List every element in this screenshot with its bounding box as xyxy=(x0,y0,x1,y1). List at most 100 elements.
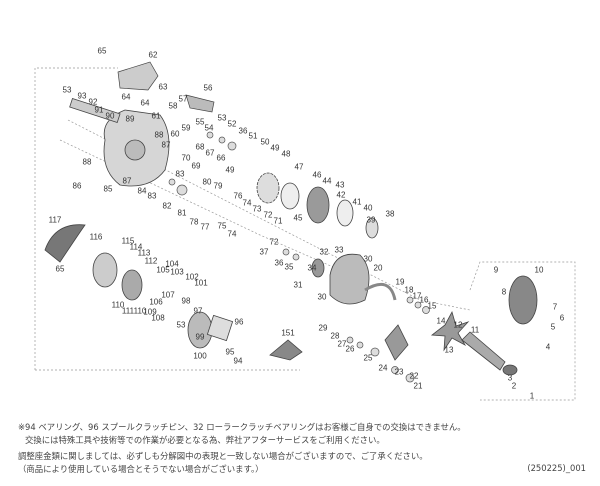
part-label-70: 70 xyxy=(181,153,191,163)
part-label-84: 84 xyxy=(137,186,147,196)
part-label-83: 83 xyxy=(175,169,185,179)
part-label-151: 151 xyxy=(281,328,295,338)
part-label-50: 50 xyxy=(260,137,270,147)
part-label-2: 2 xyxy=(511,381,517,391)
part-label-49: 49 xyxy=(270,143,280,153)
part-label-112: 112 xyxy=(144,256,158,266)
part-label-59: 59 xyxy=(181,123,191,133)
part-label-87: 87 xyxy=(161,140,171,150)
part-label-88: 88 xyxy=(154,130,164,140)
note-non-replaceable-parts: ※94 ベアリング、96 スプールクラッチピン、32 ローラークラッチベアリング… xyxy=(18,422,466,432)
part-label-80: 80 xyxy=(202,177,212,187)
part-label-61: 61 xyxy=(151,111,161,121)
part-label-16: 16 xyxy=(419,295,429,305)
part-label-38: 38 xyxy=(385,209,395,219)
part-label-62: 62 xyxy=(148,50,158,60)
drag-star xyxy=(430,310,470,352)
part-label-101: 101 xyxy=(194,278,208,288)
part-label-104: 104 xyxy=(165,259,179,269)
part-label-10: 10 xyxy=(534,265,544,275)
part-label-79: 79 xyxy=(213,181,223,191)
part-label-14: 14 xyxy=(436,316,446,326)
part-label-49: 49 xyxy=(225,165,235,175)
part-label-67: 67 xyxy=(205,148,215,158)
part-label-23: 23 xyxy=(394,367,404,377)
part-label-108: 108 xyxy=(151,313,165,323)
part-label-72: 72 xyxy=(263,210,273,220)
part-label-58: 58 xyxy=(168,101,178,111)
part-label-107: 107 xyxy=(161,290,175,300)
part-label-63: 63 xyxy=(158,82,168,92)
part-label-73: 73 xyxy=(252,204,262,214)
part-label-99: 99 xyxy=(195,332,205,342)
part-label-86: 86 xyxy=(72,181,82,191)
part-label-74: 74 xyxy=(227,229,237,239)
part-label-55: 55 xyxy=(195,117,205,127)
part-label-40: 40 xyxy=(363,203,373,213)
part-label-87: 87 xyxy=(122,176,132,186)
part-label-109: 109 xyxy=(143,307,157,317)
part-label-116: 116 xyxy=(89,232,103,242)
note-shim-disclaimer: 調整座金類に関しましては、必ずしも分解図中の表現と一致しない場合がございますので… xyxy=(18,451,428,461)
part-label-15: 15 xyxy=(427,301,437,311)
part-label-45: 45 xyxy=(293,213,303,223)
part-label-33: 33 xyxy=(334,245,344,255)
part-label-31: 31 xyxy=(293,280,303,290)
part-label-44: 44 xyxy=(322,176,332,186)
part-label-92: 92 xyxy=(88,97,98,107)
part-label-57: 57 xyxy=(178,94,188,104)
part-label-96: 96 xyxy=(234,317,244,327)
part-label-12: 12 xyxy=(453,320,463,330)
part-label-85: 85 xyxy=(103,184,113,194)
part-label-4: 4 xyxy=(545,342,551,352)
part-label-102: 102 xyxy=(185,272,199,282)
part-label-74: 74 xyxy=(242,198,252,208)
part-label-34: 34 xyxy=(307,263,317,273)
part-label-47: 47 xyxy=(294,162,304,172)
part-label-3: 3 xyxy=(507,373,513,383)
part-label-100: 100 xyxy=(193,351,207,361)
part-label-103: 103 xyxy=(170,267,184,277)
part-label-17: 17 xyxy=(412,291,422,301)
part-label-69: 69 xyxy=(191,161,201,171)
part-label-54: 54 xyxy=(204,123,214,133)
part-label-20: 20 xyxy=(373,263,383,273)
part-label-65: 65 xyxy=(55,264,65,274)
part-label-13: 13 xyxy=(444,345,454,355)
part-label-110: 110 xyxy=(111,300,125,310)
part-label-95: 95 xyxy=(225,347,235,357)
handle-assembly xyxy=(461,275,538,376)
part-label-18: 18 xyxy=(404,285,414,295)
part-label-7: 7 xyxy=(552,302,558,312)
part-label-53: 53 xyxy=(176,320,186,330)
part-label-41: 41 xyxy=(352,197,362,207)
part-label-64: 64 xyxy=(140,98,150,108)
part-label-42: 42 xyxy=(336,190,346,200)
spool xyxy=(187,311,234,349)
part-label-35: 35 xyxy=(284,262,294,272)
small-parts-bearings xyxy=(168,131,430,383)
part-label-83: 83 xyxy=(147,191,157,201)
level-wind-cover xyxy=(117,61,215,113)
part-label-89: 89 xyxy=(125,114,135,124)
note-service-required: 交換には特殊工具や技術等での作業が必要となる為、弊社アフターサービスをご利用くだ… xyxy=(25,435,385,445)
part-label-19: 19 xyxy=(395,277,405,287)
part-label-88: 88 xyxy=(82,157,92,167)
part-label-117: 117 xyxy=(48,215,62,225)
note-usage-varies: （商品により使用している場合とそうでない場合がございます。） xyxy=(18,464,264,474)
part-label-90: 90 xyxy=(105,111,115,121)
part-label-24: 24 xyxy=(378,363,388,373)
part-label-36: 36 xyxy=(274,258,284,268)
part-label-97: 97 xyxy=(193,306,203,316)
part-label-111: 111 xyxy=(121,306,135,316)
part-label-53: 53 xyxy=(62,85,72,95)
part-label-75: 75 xyxy=(217,221,227,231)
part-label-28: 28 xyxy=(330,331,340,341)
part-label-46: 46 xyxy=(312,170,322,180)
part-label-64: 64 xyxy=(121,92,131,102)
part-label-39: 39 xyxy=(366,215,376,225)
main-gear xyxy=(256,172,379,239)
part-label-94: 94 xyxy=(233,356,243,366)
exploded-view-drawing xyxy=(34,61,576,401)
part-label-98: 98 xyxy=(181,296,191,306)
